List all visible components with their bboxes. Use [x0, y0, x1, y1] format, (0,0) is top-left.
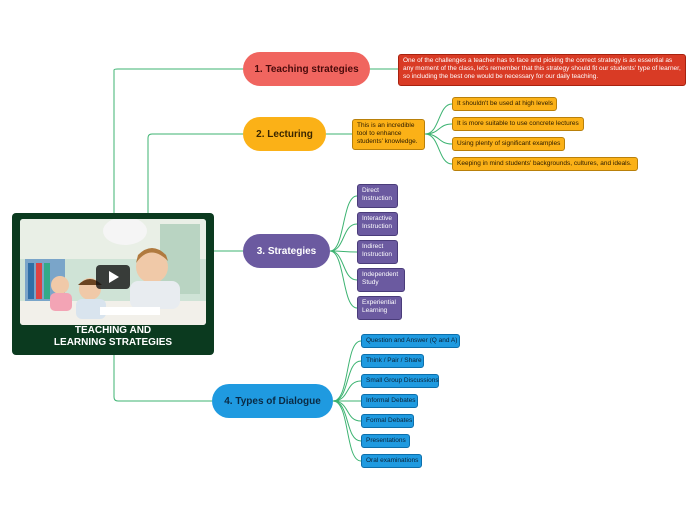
lecturing-item[interactable]: Keeping in mind students' backgrounds, c…: [452, 157, 638, 171]
branch-strategies[interactable]: 3. Strategies: [243, 234, 330, 268]
root-node[interactable]: TEACHING AND LEARNING STRATEGIES: [12, 213, 214, 355]
branch-types-of-dialogue[interactable]: 4. Types of Dialogue: [212, 384, 333, 418]
strategy-item[interactable]: Direct Instruction: [357, 184, 398, 208]
lecturing-item[interactable]: It shouldn't be used at high levels: [452, 97, 557, 111]
classroom-photo[interactable]: [20, 219, 206, 325]
branch-teaching-strategies[interactable]: 1. Teaching strategies: [243, 52, 370, 86]
dialogue-item[interactable]: Informal Debates: [361, 394, 418, 408]
dialogue-item[interactable]: Small Group Discussions: [361, 374, 439, 388]
root-title: TEACHING AND LEARNING STRATEGIES: [53, 325, 173, 348]
teaching-strategies-note[interactable]: One of the challenges a teacher has to f…: [398, 54, 686, 86]
lecturing-item[interactable]: It is more suitable to use concrete lect…: [452, 117, 584, 131]
dialogue-item[interactable]: Question and Answer (Q and A): [361, 334, 460, 348]
branch-lecturing[interactable]: 2. Lecturing: [243, 117, 326, 151]
strategy-item[interactable]: Independent Study: [357, 268, 405, 292]
dialogue-item[interactable]: Oral examinations: [361, 454, 422, 468]
strategy-item[interactable]: Experiential Learning: [357, 296, 402, 320]
strategy-item[interactable]: Interactive Instruction: [357, 212, 398, 236]
lecturing-item[interactable]: Using plenty of significant examples: [452, 137, 565, 151]
strategy-item[interactable]: Indirect Instruction: [357, 240, 398, 264]
dialogue-item[interactable]: Think / Pair / Share: [361, 354, 424, 368]
dialogue-item[interactable]: Presentations: [361, 434, 410, 448]
lecturing-note[interactable]: This is an incredible tool to enhance st…: [352, 119, 425, 150]
dialogue-item[interactable]: Formal Debates: [361, 414, 414, 428]
